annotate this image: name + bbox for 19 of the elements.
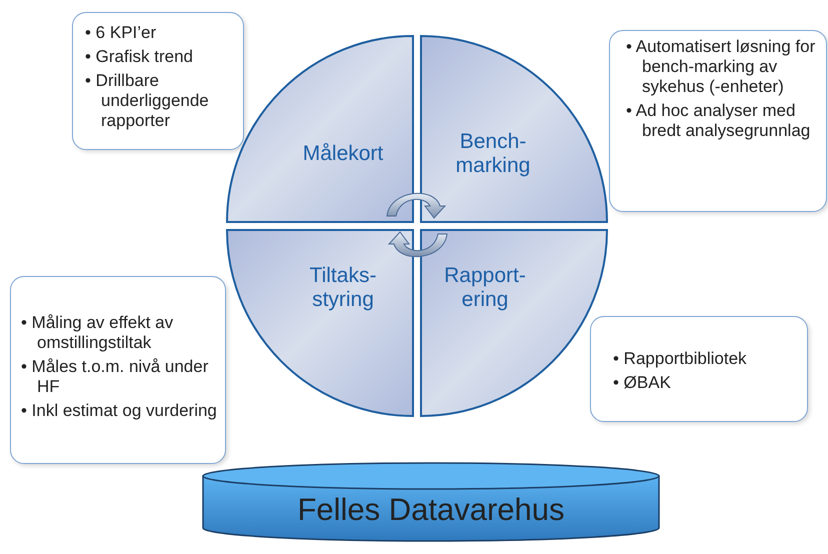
bullet-item: • 6 KPI’er [85,23,158,43]
segment-label: Rapport- ering [443,264,527,312]
bullet-item: • Grafisk trend [85,47,194,67]
segment-label: Målekort [302,142,384,166]
bullet-item: • Måles t.o.m. nivå under HF [21,357,210,397]
bullet-item: • Automatisert løsning for bench-marking av sykehus (-enheter) [626,37,816,97]
callout-box [590,316,808,422]
callout-box [10,276,226,464]
segment-label: Bench- marking [454,130,532,178]
bullet-item: • ØBAK [613,373,672,393]
database-label: Felles Datavarehus [296,492,566,528]
bullet-item: • Drillbare underliggende rapporter [85,71,210,131]
bullet-item: • Ad hoc analyser med bredt analysegrunnlag [626,101,812,141]
bullet-item: • Rapportbibliotek [613,349,748,369]
segment-label: Tiltaks- styring [308,264,378,312]
callout-box [72,12,244,150]
bullet-item: • Måling av effekt av omstillingstiltak [21,313,174,353]
callout-box [609,30,827,212]
bullet-item: • Inkl estimat og vurdering [21,401,218,421]
